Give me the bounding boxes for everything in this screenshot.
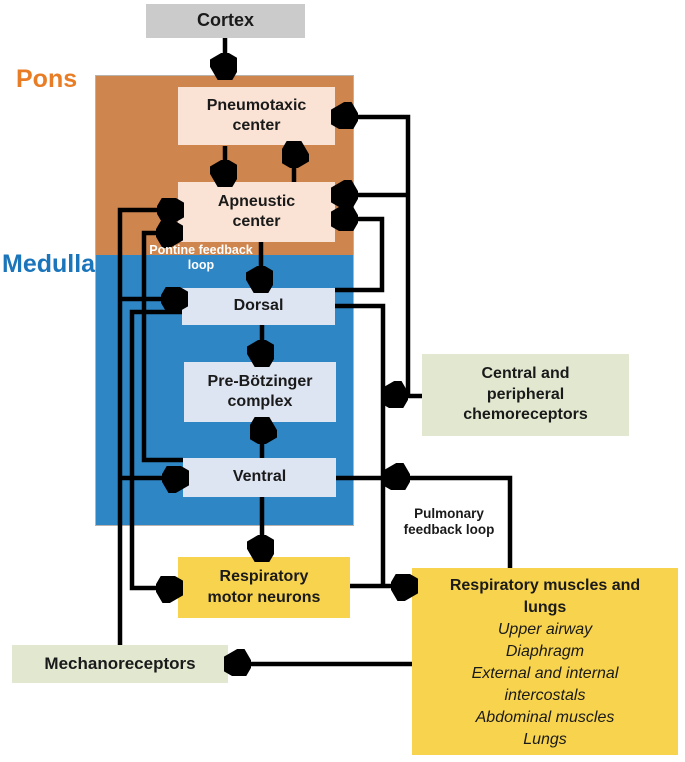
mechanoreceptors-label: Mechanoreceptors: [44, 654, 196, 674]
cortex-label: Cortex: [196, 10, 254, 31]
respiratory-motor-neurons-node: Respiratory motor neurons: [178, 557, 350, 618]
respiratory-muscles-lungs-node: Respiratory muscles and lungs Upper airw…: [412, 568, 678, 755]
medulla-label: Medulla: [2, 250, 96, 278]
muscles-item-lungs: Lungs: [523, 731, 567, 748]
muscles-item-upper-airway: Upper airway: [497, 621, 593, 638]
dorsal-group-label: Dorsal: [233, 297, 284, 315]
pulmonary-feedback-loop-label: Pulmonary feedback loop: [384, 506, 514, 538]
mechanoreceptors-node: Mechanoreceptors: [12, 645, 228, 683]
apneustic-center-label: Apneustic center: [217, 192, 296, 230]
pontine-feedback-loop-label: Pontine feedback loop: [135, 243, 267, 272]
pneumotaxic-center-label: Pneumotaxic center: [206, 96, 307, 134]
pontine-feedback-loop-line1: Pontine: [149, 243, 196, 257]
pulmonary-feedback-loop-line1: Pulmonary: [414, 506, 484, 521]
muscles-item-abdominal-muscles: Abdominal muscles: [475, 709, 615, 726]
dorsal-group-node: Dorsal: [182, 288, 335, 325]
chemoreceptors-node: Central and peripheral chemoreceptors: [422, 354, 629, 436]
ventral-group-node: Ventral: [183, 458, 336, 497]
muscles-item-diaphragm: Diaphragm: [505, 643, 585, 660]
respiratory-muscles-lungs-title: Respiratory muscles and lungs: [449, 577, 641, 616]
respiratory-motor-neurons-label: Respiratory motor neurons: [207, 568, 321, 606]
cortex-node: Cortex: [146, 4, 305, 38]
pontine-feedback-loop-line2: feedback loop: [187, 243, 253, 272]
chemoreceptors-label: Central and peripheral chemoreceptors: [463, 365, 588, 424]
pulmonary-feedback-loop-line2: feedback loop: [403, 522, 495, 537]
pneumotaxic-center-node: Pneumotaxic center: [178, 87, 335, 145]
pons-label: Pons: [16, 65, 78, 93]
prebotzinger-complex-label: Pre-Bötzinger complex: [207, 372, 313, 410]
prebotzinger-complex-node: Pre-Bötzinger complex: [184, 362, 336, 422]
muscles-item-intercostals: External and internal intercostals: [471, 665, 619, 704]
apneustic-center-node: Apneustic center: [178, 182, 335, 242]
ventral-group-label: Ventral: [232, 468, 287, 486]
